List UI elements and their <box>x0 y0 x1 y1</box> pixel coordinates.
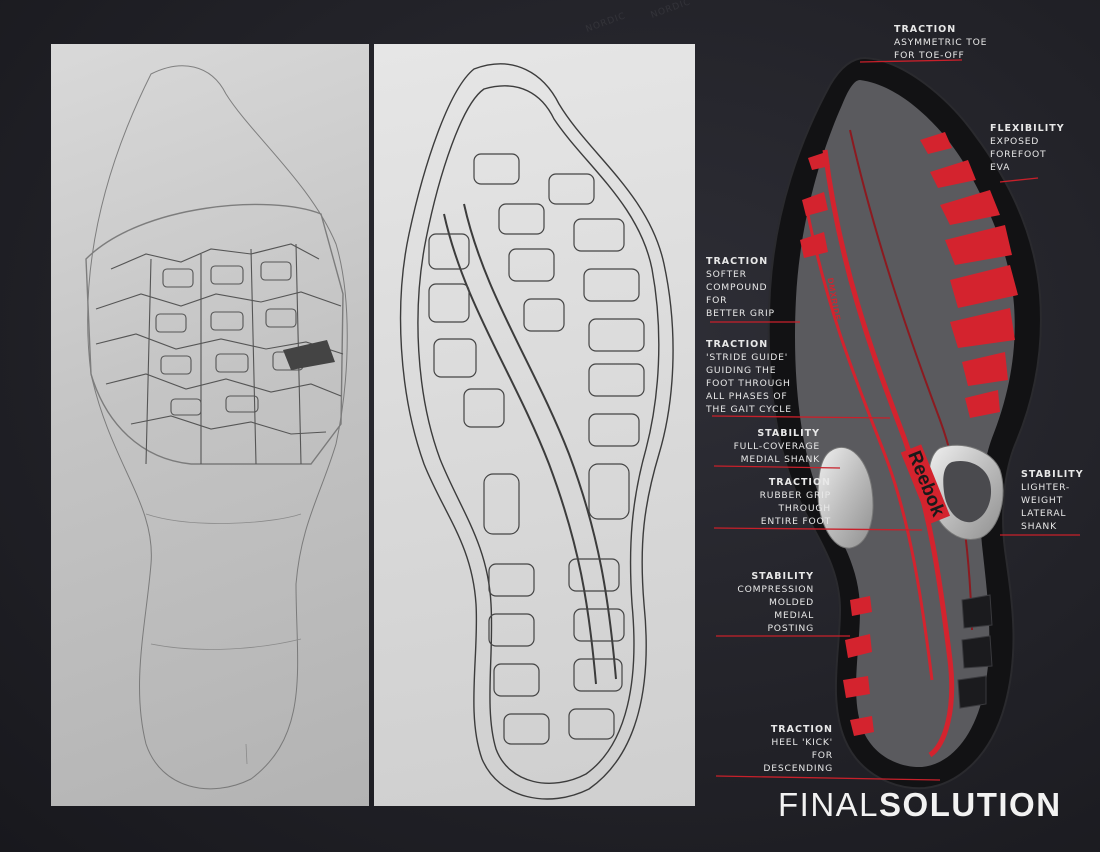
callout-title: TRACTION <box>894 24 957 35</box>
line-drawing-illustration <box>399 63 674 800</box>
pencil-sketch-panel <box>51 44 369 806</box>
watermark-text-1: NORDIC <box>584 11 628 35</box>
callout-stability-lateral: STABILITY LIGHTER- WEIGHT LATERAL SHANK <box>1021 468 1084 533</box>
callout-title: STABILITY <box>1021 469 1084 480</box>
callout-traction-heel: TRACTION HEEL 'KICK' FOR DESCENDING <box>763 723 833 775</box>
final-title-light: FINAL <box>778 786 880 823</box>
callout-title: STABILITY <box>757 428 820 439</box>
callout-title: TRACTION <box>706 256 769 267</box>
callout-traction-softer: TRACTION SOFTER COMPOUND FOR BETTER GRIP <box>706 255 775 320</box>
callout-stability-medial: STABILITY FULL-COVERAGE MEDIAL SHANK <box>734 427 820 466</box>
callout-traction-toe: TRACTION ASYMMETRIC TOE FOR TOE-OFF <box>894 23 987 62</box>
callout-description: RUBBER GRIP THROUGH ENTIRE FOOT <box>759 490 831 527</box>
medial-shank <box>817 447 874 549</box>
callout-description: ASYMMETRIC TOE FOR TOE-OFF <box>894 37 988 61</box>
callout-traction-rubber: TRACTION RUBBER GRIP THROUGH ENTIRE FOOT <box>760 476 831 528</box>
callout-description: LIGHTER- WEIGHT LATERAL SHANK <box>1021 482 1070 532</box>
line-drawing-panel <box>374 44 695 806</box>
callout-description: COMPRESSION MOLDED MEDIAL POSTING <box>737 584 814 634</box>
callout-stability-posting: STABILITY COMPRESSION MOLDED MEDIAL POST… <box>737 570 814 635</box>
final-render-area: DMXRIDE Reebok TRACTION ASYMMETRIC TOE F… <box>700 24 1100 810</box>
callout-description: SOFTER COMPOUND FOR BETTER GRIP <box>706 269 775 319</box>
callout-title: STABILITY <box>751 571 814 582</box>
callout-description: FULL-COVERAGE MEDIAL SHANK <box>733 441 820 465</box>
callout-title: TRACTION <box>770 724 833 735</box>
final-title-bold: SOLUTION <box>879 786 1062 823</box>
pencil-sketch-illustration <box>85 65 348 790</box>
callout-traction-stride: TRACTION 'STRIDE GUIDE' GUIDING THE FOOT… <box>706 338 792 416</box>
callout-title: TRACTION <box>768 477 831 488</box>
callout-description: 'STRIDE GUIDE' GUIDING THE FOOT THROUGH … <box>706 352 792 415</box>
watermark-text-2: NORDIC <box>649 0 693 21</box>
callout-flexibility: FLEXIBILITY EXPOSED FOREFOOT EVA <box>990 122 1065 174</box>
callout-description: EXPOSED FOREFOOT EVA <box>990 136 1047 173</box>
callout-title: TRACTION <box>706 339 769 350</box>
callout-title: FLEXIBILITY <box>990 123 1065 134</box>
final-solution-title: FINALSOLUTION <box>778 786 1062 824</box>
callout-description: HEEL 'KICK' FOR DESCENDING <box>763 737 833 774</box>
